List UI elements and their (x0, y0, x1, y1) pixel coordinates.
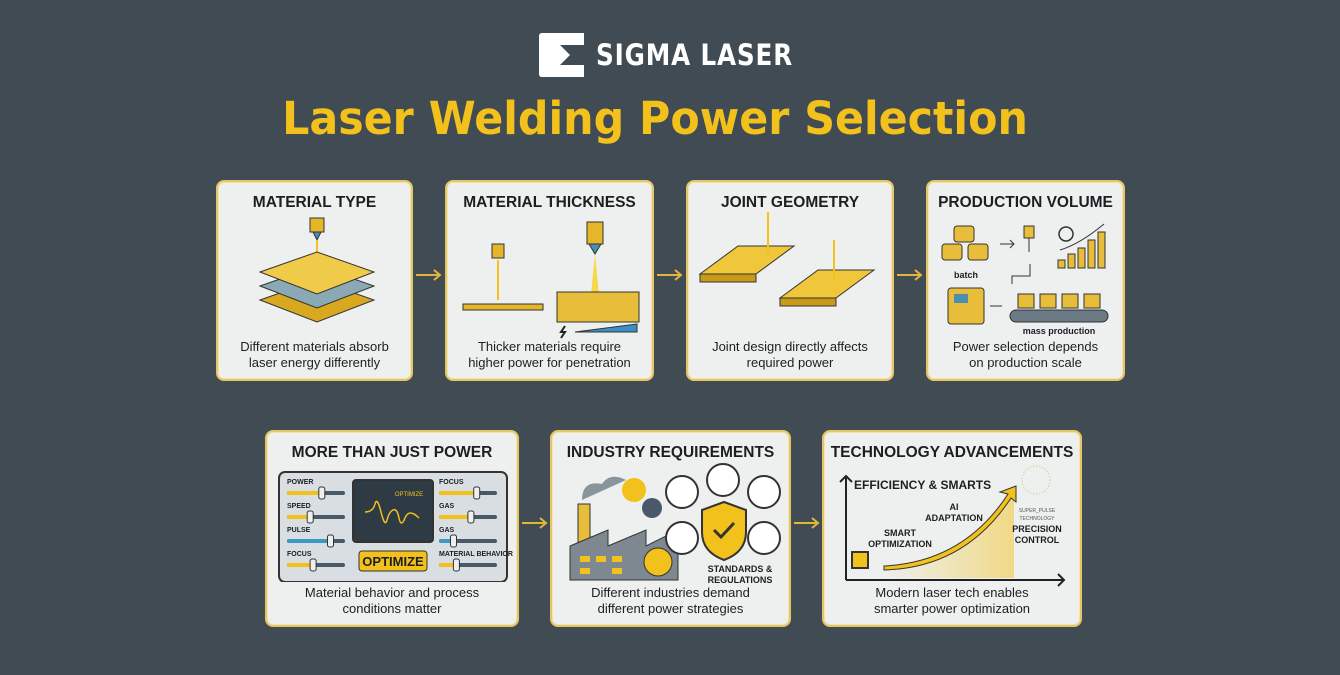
mass-production-label: mass production (1023, 326, 1096, 336)
super-pulse-label: SUPER_PULSE (1019, 508, 1056, 514)
regulations-label: REGULATIONS (708, 575, 773, 585)
card-caption-line2: on production scale (969, 355, 1082, 370)
arrow-right-icon (522, 517, 548, 529)
card-caption-line2: smarter power optimization (873, 601, 1031, 616)
card-caption-line2: laser energy differently (248, 355, 381, 370)
precision-label: PRECISION (1012, 524, 1062, 534)
slider-handle[interactable] (450, 534, 457, 548)
card-production-volume: PRODUCTION VOLUME batch mass production … (926, 180, 1125, 381)
page-title: Laser Welding Power Selection (282, 92, 1028, 145)
slider-fill (287, 539, 331, 543)
card-title: MATERIAL THICKNESS (463, 194, 636, 211)
slider-handle[interactable] (467, 510, 475, 524)
card-more-than-power: MORE THAN JUST POWER OPTIMIZE OPTIMIZE P… (265, 430, 519, 627)
card-material-type: MATERIAL TYPE Different materials absorb… (216, 180, 413, 381)
slider-label: FOCUS (287, 551, 312, 558)
technology-label: TECHNOLOGY (1019, 516, 1055, 522)
card-title: JOINT GEOMETRY (720, 194, 860, 211)
arrow-right-icon (794, 517, 820, 529)
thickness-illustration (462, 221, 640, 339)
card-title: MORE THAN JUST POWER (291, 444, 493, 461)
batch-label: batch (954, 270, 978, 280)
slider-handle[interactable] (318, 486, 326, 500)
slider-label: FOCUS (439, 479, 464, 486)
ai-label: AI (950, 502, 959, 512)
card-caption-line1: Different materials absorb (240, 339, 389, 354)
smart-label: SMART (884, 528, 916, 538)
adaptation-label: ADAPTATION (925, 513, 983, 523)
card-caption-line2: conditions matter (342, 601, 442, 616)
card-material-thickness: MATERIAL THICKNESS Thicker materials req… (445, 180, 654, 381)
slider-label: GAS (439, 503, 455, 510)
standards-label: STANDARDS & (708, 564, 773, 574)
screen-label: OPTIMIZE (395, 492, 423, 498)
slider-fill (287, 491, 322, 495)
slider-fill (439, 563, 457, 567)
card-caption-line1: Thicker materials require (477, 339, 622, 354)
card-caption-line1: Material behavior and process (304, 585, 480, 600)
optimization-label: OPTIMIZATION (868, 539, 932, 549)
card-caption-line2: different power strategies (597, 601, 744, 616)
arrow-right-icon (897, 269, 923, 281)
brand-name: SIGMA LASER (596, 38, 794, 72)
slider-label: SPEED (287, 503, 311, 510)
joint-illustration (698, 212, 876, 307)
slider-handle[interactable] (327, 534, 334, 548)
industry-illustration: STANDARDS & REGULATIONS (569, 463, 781, 585)
slider-handle[interactable] (309, 558, 317, 572)
slider-fill (439, 539, 454, 543)
card-title: PRODUCTION VOLUME (938, 194, 1113, 211)
slider-fill (439, 491, 477, 495)
layered-material-illustration (258, 217, 376, 323)
card-technology-advancements: TECHNOLOGY ADVANCEMENTS EFFICIENCY & SMA… (822, 430, 1082, 627)
card-caption-line1: Power selection depends (952, 339, 1099, 354)
card-title: MATERIAL TYPE (252, 194, 377, 211)
control-label: CONTROL (1015, 535, 1060, 545)
card-caption-line2: required power (746, 355, 834, 370)
control-panel-illustration: OPTIMIZE OPTIMIZE POWER SPEED PULSE FOCUS FO… (278, 471, 513, 582)
slider-handle[interactable] (473, 486, 481, 500)
card-caption-line1: Different industries demand (591, 585, 750, 600)
sigma-logo-icon (539, 33, 584, 77)
card-joint-geometry: JOINT GEOMETRY Joint design directly aff… (686, 180, 894, 381)
production-illustration: batch mass production (941, 223, 1109, 336)
optimize-button[interactable]: OPTIMIZE (362, 554, 424, 569)
card-caption-line1: Modern laser tech enables (875, 585, 1029, 600)
card-title: TECHNOLOGY ADVANCEMENTS (830, 444, 1074, 461)
card-title: INDUSTRY REQUIREMENTS (566, 444, 775, 461)
card-industry-requirements: INDUSTRY REQUIREMENTS STANDARDS & REGULA… (550, 430, 791, 627)
slider-label: MATERIAL BEHAVIOR (439, 551, 513, 558)
slider-handle[interactable] (306, 510, 314, 524)
slider-fill (439, 515, 471, 519)
efficiency-heading: EFFICIENCY & SMARTS (854, 478, 991, 492)
slider-label: GAS (439, 527, 455, 534)
card-caption-line2: higher power for penetration (468, 355, 631, 370)
slider-label: POWER (287, 479, 313, 486)
arrow-right-icon (416, 269, 442, 281)
slider-fill (287, 563, 314, 567)
slider-fill (287, 515, 311, 519)
arrow-right-icon (657, 269, 683, 281)
card-caption-line1: Joint design directly affects (712, 339, 868, 354)
slider-handle[interactable] (452, 558, 460, 572)
slider-label: PULSE (287, 527, 311, 534)
brand-logo: SIGMA LASER (538, 31, 828, 79)
technology-growth-illustration: EFFICIENCY & SMARTS AI ADAPTATION SMART … (839, 465, 1066, 587)
